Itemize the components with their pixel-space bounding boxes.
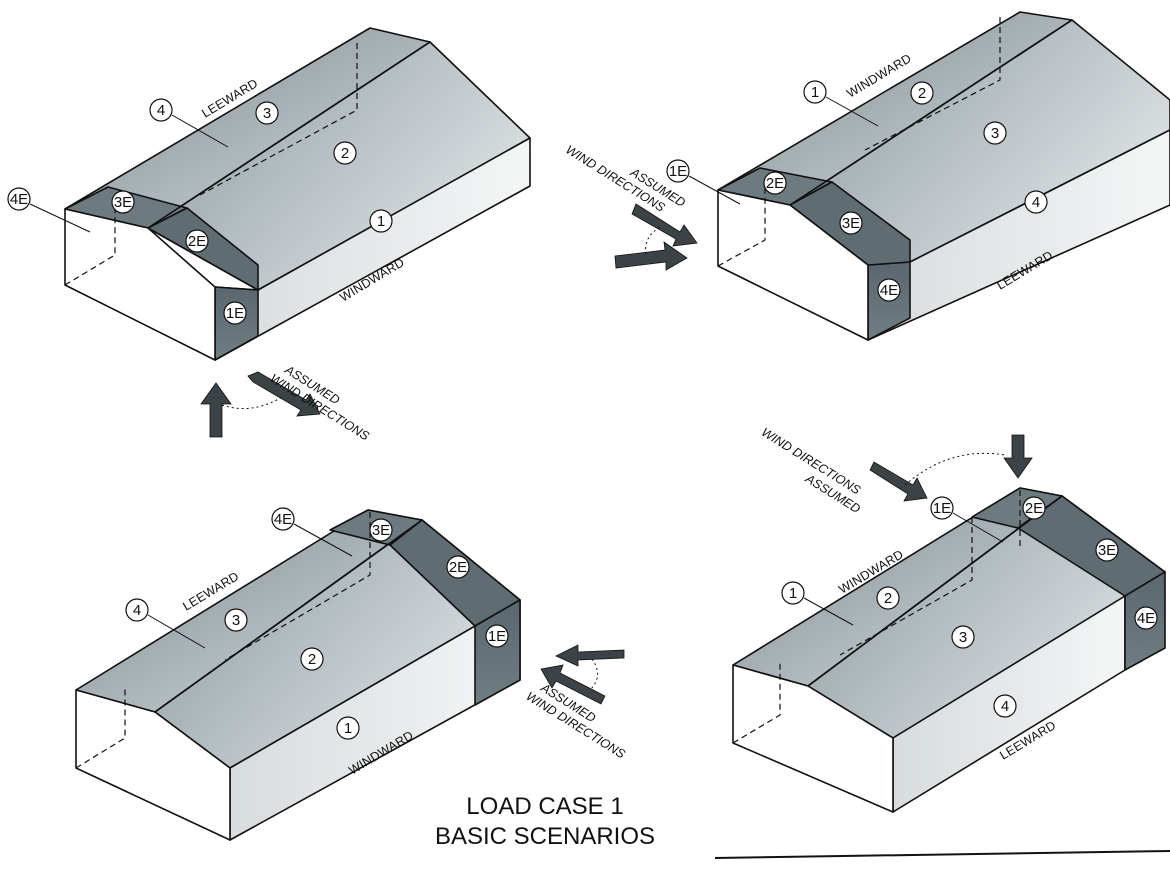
wind-arrows-bottom-right — [869, 434, 1033, 502]
bottom-rule — [714, 850, 1170, 859]
zone-4E-marker: 4E — [1134, 606, 1158, 630]
zone-4E-marker: 4E — [877, 278, 901, 302]
zone-markers-top-right: 1 2 3 4 1E 2E 3E 4E — [666, 80, 1048, 302]
zone-4E-marker: 4E — [7, 187, 31, 211]
svg-text:1E: 1E — [488, 628, 506, 645]
building-top-right — [717, 11, 1170, 341]
zone-1E-marker: 1E — [223, 301, 247, 325]
wind-arrow-up — [200, 382, 232, 438]
wind-arrows-top-left — [200, 371, 321, 438]
svg-text:3: 3 — [232, 612, 240, 629]
svg-text:4: 4 — [133, 602, 141, 619]
zone-3-marker: 3 — [224, 608, 248, 632]
svg-text:4: 4 — [1032, 194, 1040, 211]
caption-line-1: LOAD CASE 1 — [466, 793, 624, 820]
zone-3-marker: 3 — [951, 625, 975, 649]
zone-2E-marker: 2E — [446, 555, 470, 579]
svg-text:3: 3 — [959, 629, 967, 646]
svg-text:4E: 4E — [10, 191, 28, 208]
svg-text:1: 1 — [789, 585, 797, 602]
svg-text:2E: 2E — [449, 559, 467, 576]
zone-4-marker: 4 — [125, 598, 149, 622]
svg-text:1: 1 — [377, 213, 385, 230]
svg-text:4E: 4E — [880, 282, 898, 299]
zone-1-marker: 1 — [781, 581, 805, 605]
zone-3E-marker: 3E — [1095, 538, 1119, 562]
zone-2-marker: 2 — [876, 586, 900, 610]
zone-2-marker: 2 — [300, 647, 324, 671]
zone-markers-top-left: 4 3 2 1 4E 3E 2E 1E — [7, 98, 393, 325]
wind-arrow-diagonal — [247, 371, 321, 417]
svg-text:2: 2 — [918, 85, 926, 102]
caption-line-2: BASIC SCENARIOS — [434, 823, 656, 850]
svg-text:3E: 3E — [114, 194, 132, 211]
svg-text:1E: 1E — [669, 163, 687, 180]
zone-1-marker: 1 — [369, 209, 393, 233]
svg-text:3: 3 — [991, 125, 999, 142]
svg-text:2: 2 — [884, 590, 892, 607]
svg-text:2E: 2E — [1025, 500, 1043, 517]
zone-4-marker: 4 — [993, 694, 1017, 718]
gable-end-wall — [717, 189, 869, 341]
wind-arrow-diagonal — [631, 203, 698, 247]
svg-text:4: 4 — [1001, 698, 1009, 715]
zone-4-marker: 4 — [1024, 190, 1048, 214]
wind-arrow-diagonal — [540, 664, 606, 705]
zone-3E-marker: 3E — [111, 190, 135, 214]
building-bottom-right — [732, 487, 1166, 813]
zone-markers-bottom-left: 4E 3E 2E 1E 4 3 2 1 — [125, 507, 509, 740]
svg-text:2E: 2E — [766, 175, 784, 192]
wind-arrow-right — [614, 241, 688, 271]
svg-text:3: 3 — [263, 105, 271, 122]
svg-text:1E: 1E — [933, 500, 951, 517]
zone-2E-marker: 2E — [763, 171, 787, 195]
assumed-label-bottom-right: ASSUMED WIND DIRECTIONS — [759, 425, 864, 516]
end-zone-1E-wall — [474, 599, 521, 706]
svg-text:3E: 3E — [1098, 542, 1116, 559]
zone-4E-marker: 4E — [271, 507, 295, 531]
zone-markers-bottom-right: 1E 2E 3E 4E 1 2 3 4 — [781, 496, 1158, 718]
svg-text:1E: 1E — [226, 305, 244, 322]
zone-3-marker: 3 — [255, 101, 279, 125]
svg-text:2: 2 — [308, 651, 316, 668]
svg-text:4E: 4E — [1137, 610, 1155, 627]
wind-arrows-bottom-left — [540, 644, 625, 705]
zone-2E-marker: 2E — [185, 229, 209, 253]
building-bottom-left — [75, 509, 521, 841]
diagram-caption: LOAD CASE 1 BASIC SCENARIOS — [380, 792, 710, 852]
wind-arrow-diagonal — [869, 461, 928, 502]
svg-text:4E: 4E — [274, 511, 292, 528]
zone-1-marker: 1 — [803, 80, 827, 104]
svg-text:3E: 3E — [372, 522, 390, 539]
zone-2-marker: 2 — [333, 141, 357, 165]
zone-2E-marker: 2E — [1022, 496, 1046, 520]
gable-end-wall — [732, 664, 894, 813]
zone-4-marker: 4 — [149, 98, 173, 122]
svg-text:4: 4 — [157, 102, 165, 119]
svg-text:3E: 3E — [842, 215, 860, 232]
gable-end-wall — [64, 208, 216, 361]
zone-3-marker: 3 — [983, 121, 1007, 145]
zone-3E-marker: 3E — [839, 211, 863, 235]
assumed-label-top-left: ASSUMED WIND DIRECTIONS — [268, 362, 373, 444]
zone-3E-marker: 3E — [369, 518, 393, 542]
zone-1E-marker: 1E — [666, 159, 690, 183]
building-top-left — [64, 27, 531, 361]
zone-1-marker: 1 — [336, 716, 360, 740]
svg-text:2: 2 — [341, 145, 349, 162]
svg-text:2E: 2E — [188, 233, 206, 250]
wind-arrow-down — [1003, 434, 1033, 479]
zone-1E-marker: 1E — [485, 624, 509, 648]
svg-text:1: 1 — [344, 720, 352, 737]
gable-end-wall — [75, 689, 231, 841]
wind-arrow-left — [555, 644, 625, 667]
zone-1E-marker: 1E — [930, 496, 954, 520]
svg-text:1: 1 — [811, 84, 819, 101]
wind-arrows-top-right — [614, 203, 698, 271]
zone-2-marker: 2 — [910, 81, 934, 105]
